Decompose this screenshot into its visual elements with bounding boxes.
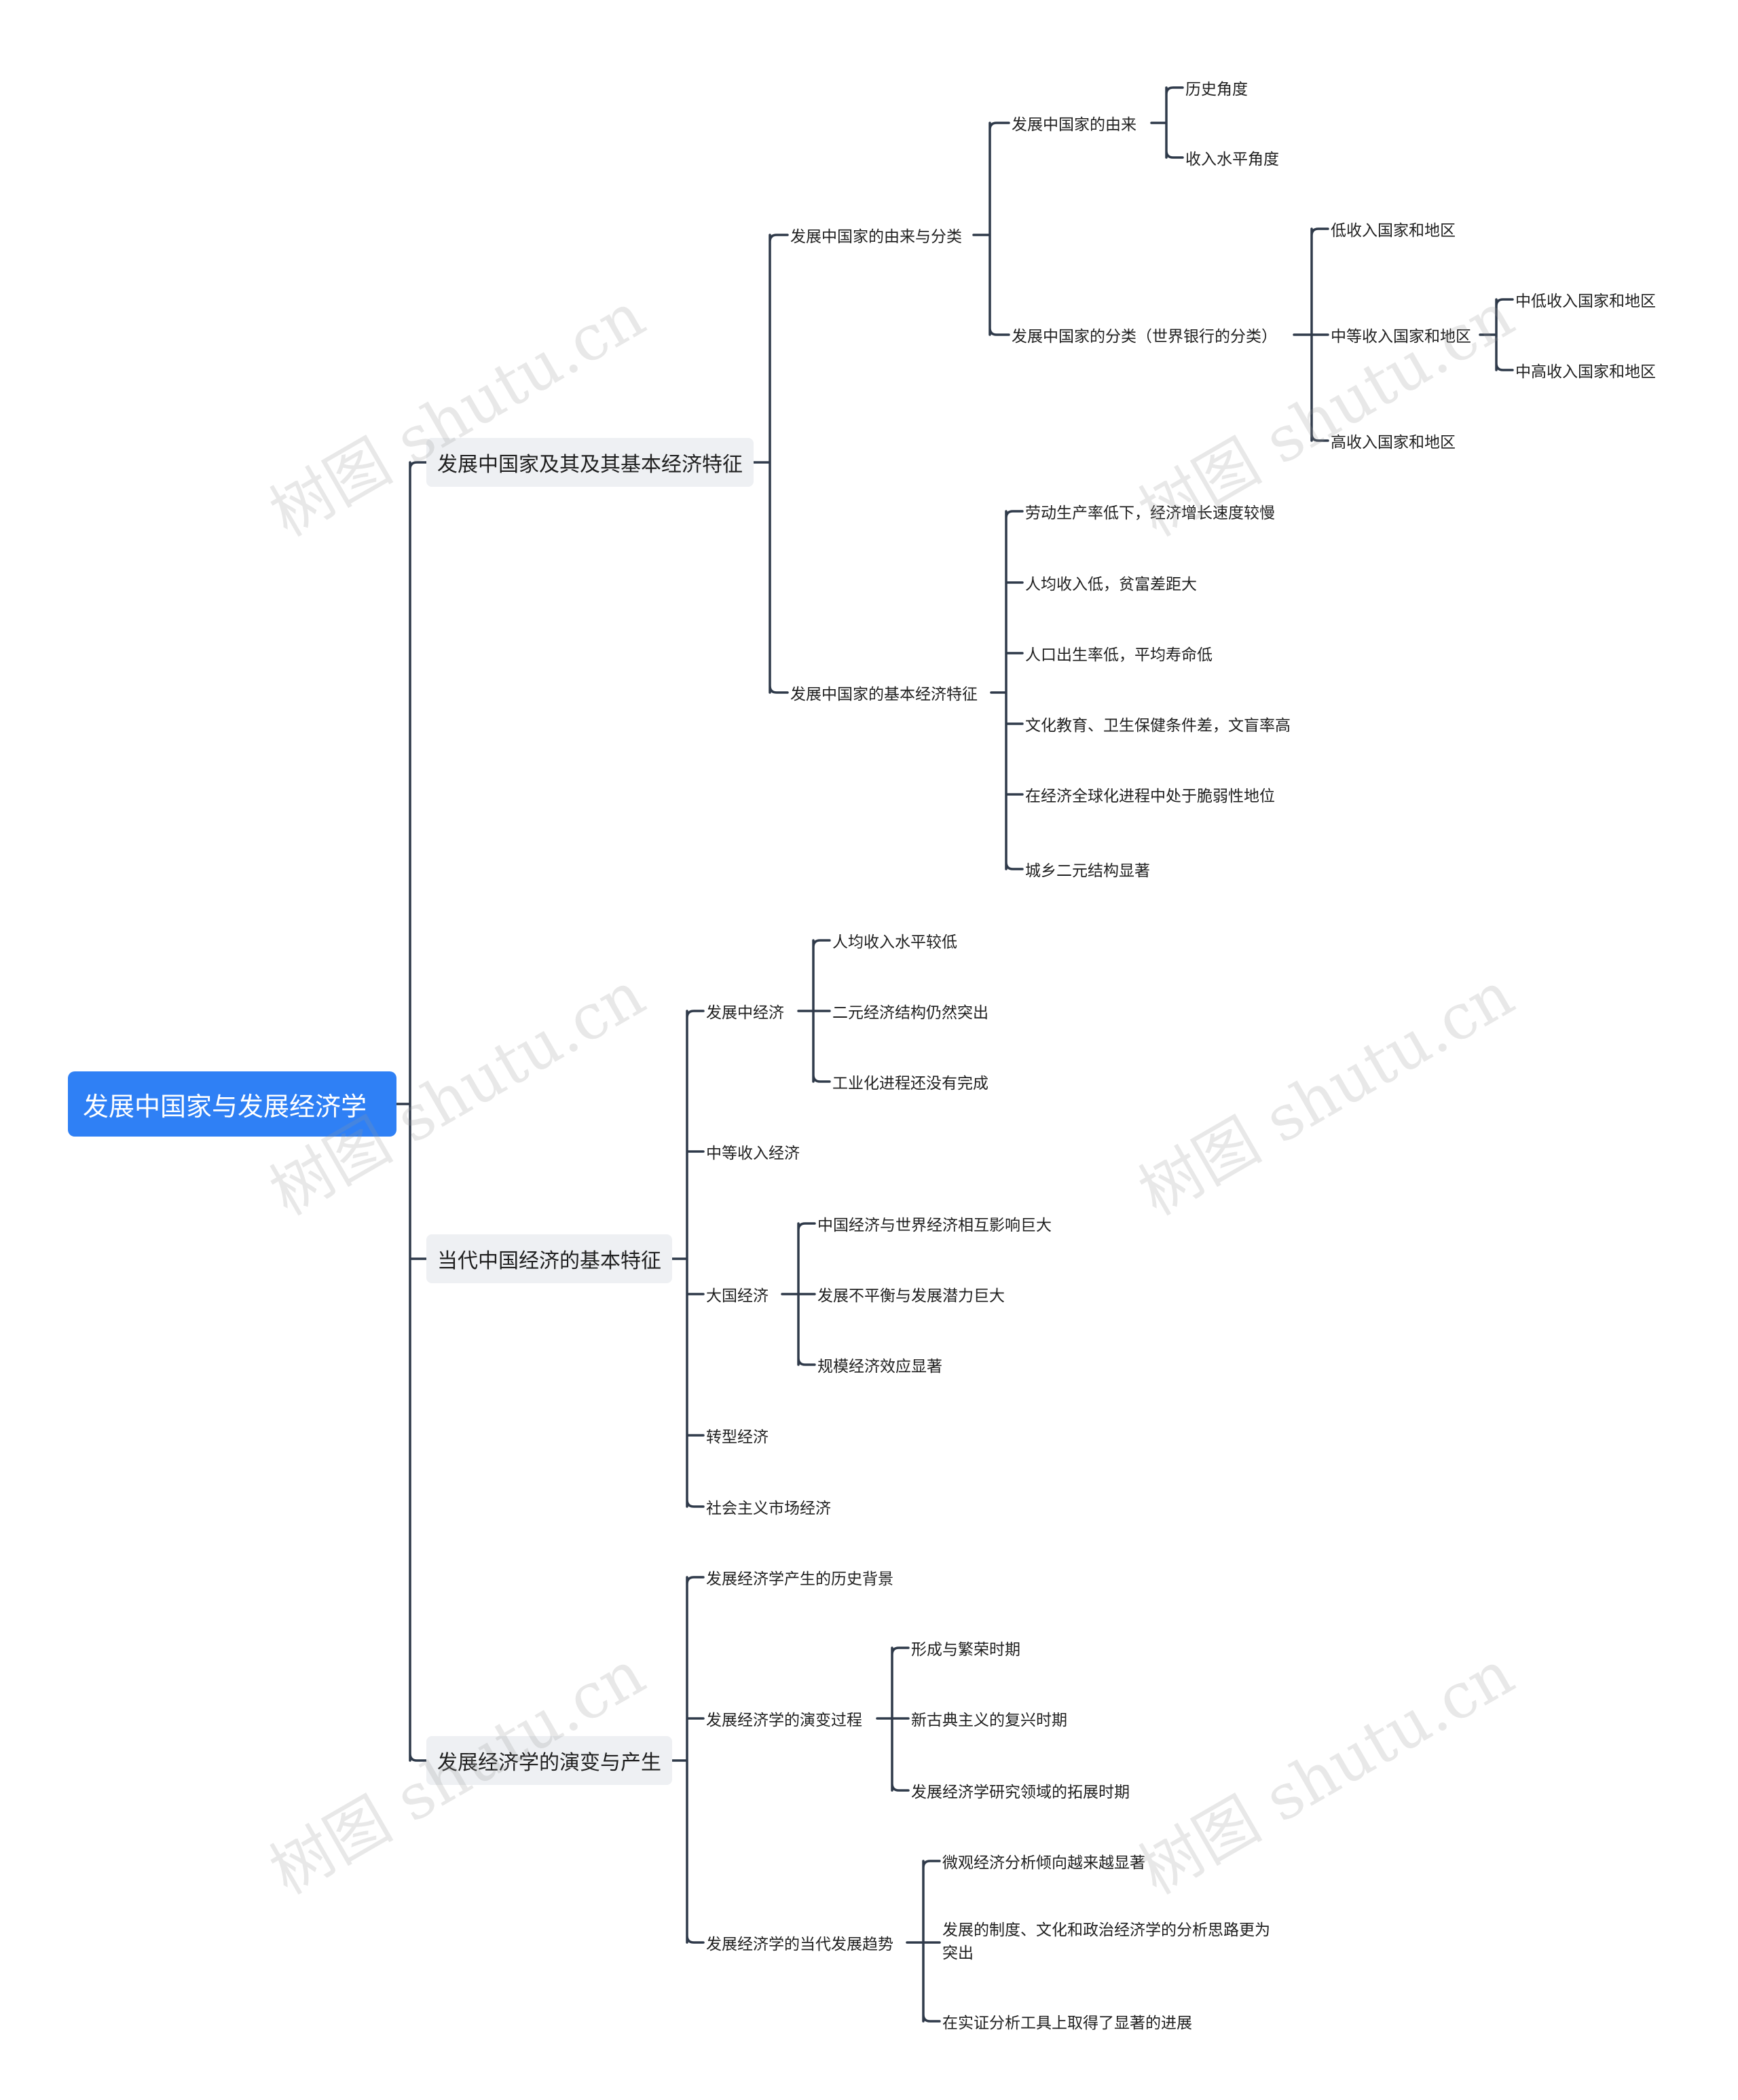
edge-mid-income bbox=[1479, 298, 1514, 371]
topic-socialist-market[interactable]: 社会主义市场经济 bbox=[706, 1500, 831, 1517]
topic-worldbank-classification[interactable]: 发展中国家的分类（世界银行的分类） bbox=[1012, 328, 1277, 346]
feature-globalization[interactable]: 在经济全球化进程中处于脆弱性地位 bbox=[1025, 788, 1275, 805]
topic-evolution-process[interactable]: 发展经济学的演变过程 bbox=[706, 1712, 862, 1729]
edge-b1b bbox=[990, 510, 1024, 870]
topic-origin-classification[interactable]: 发展中国家的由来与分类 bbox=[790, 228, 962, 246]
edge-b3 bbox=[671, 1576, 705, 1944]
feature-education[interactable]: 文化教育、卫生保健条件差，文盲率高 bbox=[1025, 717, 1291, 735]
topic-income-angle[interactable]: 收入水平角度 bbox=[1185, 151, 1279, 168]
watermark: 树图 shutu.cn bbox=[258, 278, 657, 551]
watermark: 树图 shutu.cn bbox=[1127, 1636, 1526, 1909]
topic-high-income[interactable]: 高收入国家和地区 bbox=[1331, 434, 1456, 452]
topic-middle-income[interactable]: 中等收入国家和地区 bbox=[1331, 328, 1471, 346]
edge-root-branches bbox=[395, 461, 428, 1762]
feature-productivity[interactable]: 劳动生产率低下，经济增长速度较慢 bbox=[1025, 504, 1275, 522]
topic-world-interaction[interactable]: 中国经济与世界经济相互影响巨大 bbox=[817, 1217, 1052, 1234]
watermark: 树图 shutu.cn bbox=[1127, 957, 1526, 1230]
edge-c1 bbox=[1150, 86, 1184, 159]
topic-historical-background[interactable]: 发展经济学产生的历史背景 bbox=[706, 1570, 893, 1588]
topic-dual-economy[interactable]: 二元经济结构仍然突出 bbox=[832, 1004, 988, 1022]
topic-imbalance-potential[interactable]: 发展不平衡与发展潜力巨大 bbox=[817, 1287, 1005, 1305]
trend-micro-analysis[interactable]: 微观经济分析倾向越来越显著 bbox=[942, 1854, 1145, 1872]
topic-low-income[interactable]: 低收入国家和地区 bbox=[1331, 222, 1456, 240]
topic-developing-economy[interactable]: 发展中经济 bbox=[706, 1004, 784, 1022]
topic-middle-income-economy[interactable]: 中等收入经济 bbox=[706, 1145, 800, 1162]
trend-institutional-analysis[interactable]: 发展的制度、文化和政治经济学的分析思路更为突出 bbox=[942, 1921, 1270, 1962]
topic-lower-middle-income[interactable]: 中低收入国家和地区 bbox=[1515, 293, 1656, 310]
topic-contemporary-trends[interactable]: 发展经济学的当代发展趋势 bbox=[706, 1936, 893, 1953]
topic-formation-prosperity[interactable]: 形成与繁荣时期 bbox=[911, 1641, 1020, 1659]
edge-d1 bbox=[797, 939, 831, 1083]
topic-transition-economy[interactable]: 转型经济 bbox=[706, 1429, 769, 1446]
branch-development-economics[interactable]: 发展经济学的演变与产生 bbox=[426, 1736, 672, 1785]
trend-empirical-tools[interactable]: 在实证分析工具上取得了显著的进展 bbox=[942, 2014, 1192, 2032]
edge-c2 bbox=[1293, 227, 1329, 442]
feature-income[interactable]: 人均收入低，贫富差距大 bbox=[1025, 576, 1197, 593]
topic-history-angle[interactable]: 历史角度 bbox=[1185, 81, 1248, 98]
root-topic[interactable]: 发展中国家与发展经济学 bbox=[68, 1071, 396, 1137]
edge-b1 bbox=[752, 234, 789, 694]
topic-large-economy[interactable]: 大国经济 bbox=[706, 1287, 769, 1305]
topic-neoclassical-revival[interactable]: 新古典主义的复兴时期 bbox=[911, 1712, 1067, 1729]
topic-scale-economy[interactable]: 规模经济效应显著 bbox=[817, 1358, 942, 1376]
edge-b1a bbox=[972, 122, 1010, 336]
branch-developing-countries[interactable]: 发展中国家及其及其基本经济特征 bbox=[426, 438, 754, 487]
topic-origin[interactable]: 发展中国家的由来 bbox=[1012, 116, 1136, 134]
topic-upper-middle-income[interactable]: 中高收入国家和地区 bbox=[1515, 363, 1656, 381]
edge-e2 bbox=[876, 1646, 910, 1792]
feature-dual-structure[interactable]: 城乡二元结构显著 bbox=[1025, 862, 1150, 880]
topic-basic-features[interactable]: 发展中国家的基本经济特征 bbox=[790, 686, 978, 703]
topic-field-expansion[interactable]: 发展经济学研究领域的拓展时期 bbox=[911, 1784, 1130, 1801]
branch-china-economy[interactable]: 当代中国经济的基本特征 bbox=[426, 1234, 672, 1283]
topic-low-per-capita[interactable]: 人均收入水平较低 bbox=[832, 934, 957, 951]
edge-e3 bbox=[906, 1860, 941, 2023]
feature-population[interactable]: 人口出生率低，平均寿命低 bbox=[1025, 646, 1213, 664]
edge-b2 bbox=[671, 1010, 705, 1508]
topic-industrialization[interactable]: 工业化进程还没有完成 bbox=[832, 1075, 988, 1092]
edge-d3 bbox=[781, 1222, 816, 1366]
